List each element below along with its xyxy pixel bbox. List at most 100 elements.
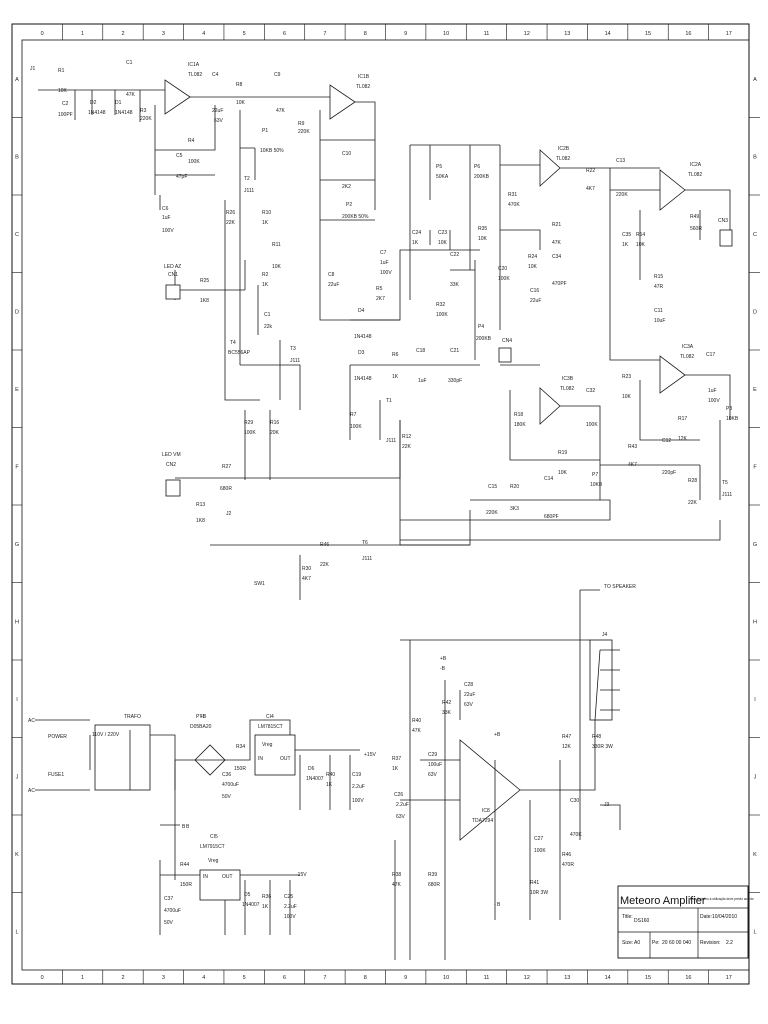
grid-column-label: 11: [484, 31, 490, 37]
size-value: A0: [634, 940, 640, 946]
grid-column-label: 7: [323, 31, 326, 37]
label-R31: R31: [508, 192, 517, 198]
label-C1bv: 22k: [264, 324, 273, 330]
label-R29: R29: [244, 420, 253, 426]
label-AC2: AC: [28, 788, 35, 794]
company-name: Meteoro Amplifier: [620, 895, 706, 907]
label-C23v: 10K: [438, 240, 448, 246]
label-TL082c: TL082: [556, 156, 570, 162]
label-C34: C34: [552, 254, 561, 260]
label-J111a: J111: [244, 188, 254, 194]
grid-column-label: 2: [121, 31, 124, 37]
label-R39: R39: [428, 872, 437, 878]
label-C18: C18: [416, 348, 425, 354]
label-C6v: 1uF: [162, 215, 171, 221]
label-C1b: C1: [264, 312, 271, 318]
label-R46b: R46: [562, 852, 571, 858]
label-BC556: BC556AP: [228, 350, 251, 356]
label-R28: R28: [688, 478, 697, 484]
label-T4: T4: [230, 340, 236, 346]
label-P7v: 10KB: [590, 482, 603, 488]
label-R16v: 20K: [270, 430, 280, 436]
label-R40: R40: [412, 718, 421, 724]
label-R13: R13: [196, 502, 205, 508]
grid-row-label: A: [753, 77, 757, 83]
cn4-connector: [498, 347, 512, 363]
vreg1-box: [254, 734, 296, 776]
label-R40b: R40: [326, 772, 335, 778]
label-R11: R11: [272, 242, 281, 248]
label-C29v2: 63V: [428, 772, 438, 778]
label-R5v: 2K7: [376, 296, 385, 302]
label-R24: R24: [528, 254, 537, 260]
grid-column-label: 9: [404, 975, 407, 981]
grid-column-label: 10: [443, 975, 449, 981]
grid-row-label: H: [15, 619, 19, 625]
label-TL082f: TL082: [560, 386, 574, 392]
label-D3: D3: [358, 350, 365, 356]
label-Vreg2: Vreg: [208, 858, 219, 864]
grid-row-label: K: [753, 852, 757, 858]
title-value: DS160: [634, 918, 650, 924]
label-R18v: 180K: [514, 422, 526, 428]
label-C2: C2: [62, 101, 69, 107]
label-R27v: 680R: [220, 486, 232, 492]
cn1-connector: [165, 284, 181, 300]
label-R1v: 10K: [58, 88, 68, 94]
grid-column-label: 6: [283, 31, 286, 37]
label-R4v: 100K: [188, 159, 200, 165]
grid-column-label: 4: [202, 31, 205, 37]
label-Bp: B: [182, 824, 186, 830]
grid-column-label: 5: [243, 975, 246, 981]
label-P4: P4: [478, 324, 484, 330]
label-C5: C5: [176, 153, 183, 159]
label-C6: C6: [162, 206, 169, 212]
label-R36: R36: [262, 894, 271, 900]
label-T1: T1: [386, 398, 392, 404]
pn-label: Pe:: [652, 940, 660, 946]
grid-row-label: A: [15, 77, 19, 83]
grid-column-label: 3: [162, 31, 165, 37]
label-T2: T2: [244, 176, 250, 182]
label-R25v: 1K8: [200, 298, 209, 304]
label-R15: R15: [654, 274, 663, 280]
grid-column-label: 8: [364, 975, 367, 981]
title-label: Title:: [622, 914, 633, 920]
label-R3v: 220K: [140, 116, 152, 122]
pn-value: 20 60 00 040: [662, 940, 691, 946]
grid-column-label: 12: [524, 975, 530, 981]
label-P6: P6: [474, 164, 480, 170]
label-R1: R1: [58, 68, 65, 74]
grid-row-label: G: [15, 542, 19, 548]
label-C4: C4: [212, 72, 219, 78]
label-P5v: 50KA: [436, 174, 449, 180]
label-R27: R27: [222, 464, 231, 470]
label-R48: R48: [592, 734, 601, 740]
label-R14: R14: [636, 232, 645, 238]
label-R34v: 150R: [234, 766, 246, 772]
label-R19: R19: [558, 450, 567, 456]
label-R37v: 1K: [392, 766, 399, 772]
label-R30v: 4K7: [302, 576, 311, 582]
grid-column-label: 13: [564, 31, 570, 37]
label-C30v: 470K: [570, 832, 582, 838]
label-P6v: 200KB: [474, 174, 490, 180]
cn3-connector: [719, 229, 733, 247]
label-R49v: 560R: [690, 226, 702, 232]
grid-column-label: 5: [243, 31, 246, 37]
label-R39v: 680R: [428, 882, 440, 888]
grid-row-label: B: [753, 154, 757, 160]
label-C19v2: 100V: [352, 798, 364, 804]
label-T6: T6: [362, 540, 368, 546]
label-R16: R16: [270, 420, 279, 426]
label-R4: R4: [188, 138, 195, 144]
label-D3v: 1N4148: [354, 376, 372, 382]
label-R17v: 12K: [678, 436, 688, 442]
label-R18: R18: [514, 412, 523, 418]
grid-column-label: 9: [404, 31, 407, 37]
label-R26: R26: [226, 210, 235, 216]
label-J1: J1: [30, 66, 36, 72]
label-R2v: 1K: [262, 282, 269, 288]
label-R32: R32: [436, 302, 445, 308]
label-C8: C8: [328, 272, 335, 278]
